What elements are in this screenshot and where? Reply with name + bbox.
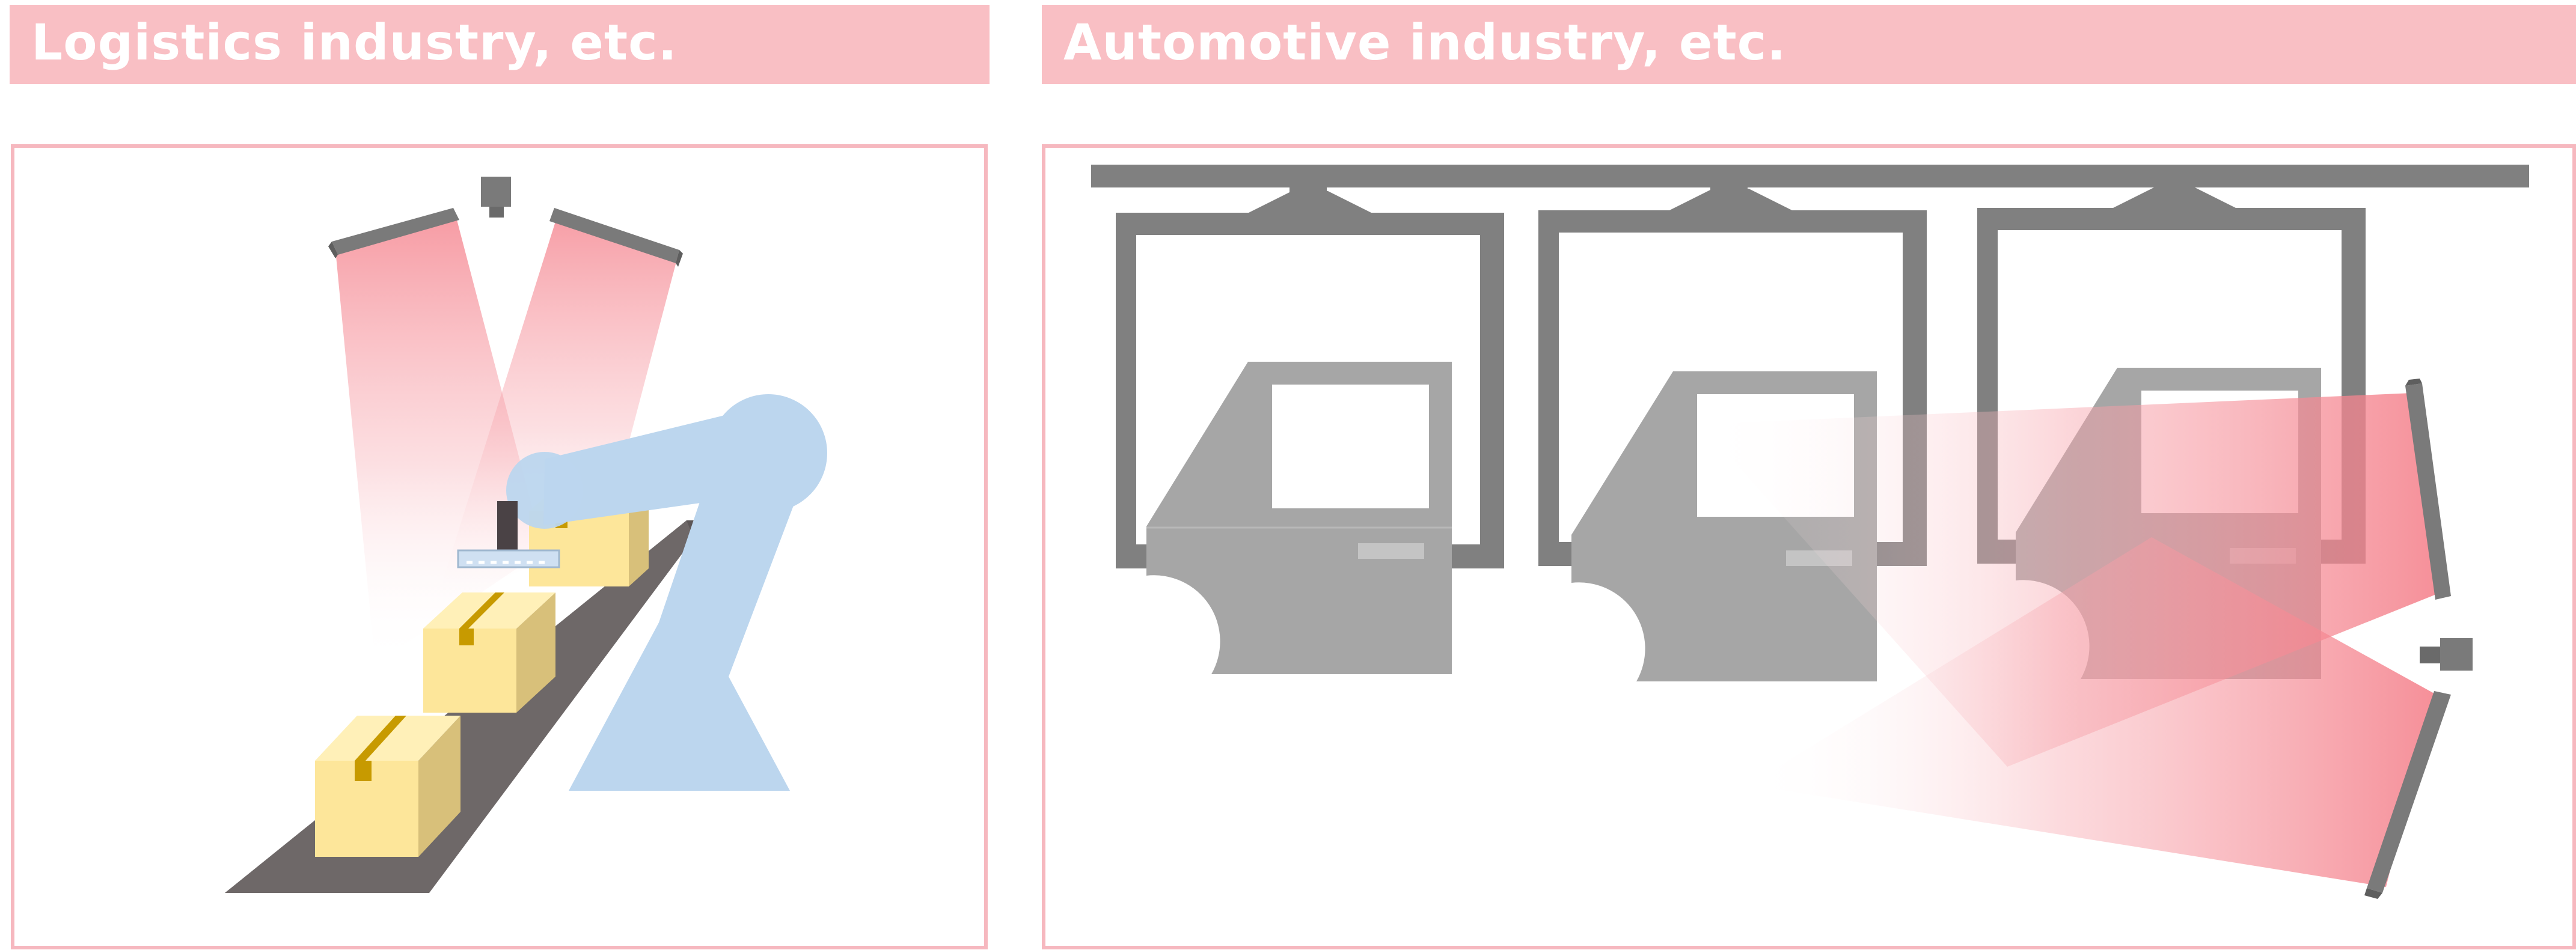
logistics-title-bar: Logistics industry, etc.	[10, 5, 990, 84]
hanger-frame-3	[1977, 184, 2366, 564]
automotive-title-bar: Automotive industry, etc.	[1042, 5, 2576, 84]
hanger-frame-1	[1116, 184, 1504, 568]
light-bar-icon	[2405, 379, 2451, 600]
light-beam-right	[435, 214, 678, 604]
light-bar-icon	[549, 208, 683, 267]
logistics-illustration-panel	[11, 144, 988, 949]
light-beam-upper	[1701, 393, 2438, 767]
hanger-frame-2	[1538, 184, 1927, 566]
automotive-illustration-panel	[1042, 144, 2576, 949]
camera-icon	[2420, 638, 2473, 671]
automotive-title-label: Automotive industry, etc.	[1063, 14, 1787, 72]
logistics-title-label: Logistics industry, etc.	[31, 14, 678, 72]
automotive-scene	[1091, 165, 2529, 899]
car-door-icon	[1146, 362, 1452, 674]
robot-arm-icon	[457, 394, 827, 791]
camera-icon	[481, 177, 511, 218]
box-icon	[423, 592, 555, 713]
light-bar-icon	[328, 208, 459, 258]
box-icon	[315, 716, 460, 857]
logistics-scene	[225, 177, 827, 893]
light-beam-lower	[1749, 537, 2434, 887]
overhead-rail-icon	[1091, 165, 2529, 187]
light-bar-icon	[2364, 691, 2451, 899]
